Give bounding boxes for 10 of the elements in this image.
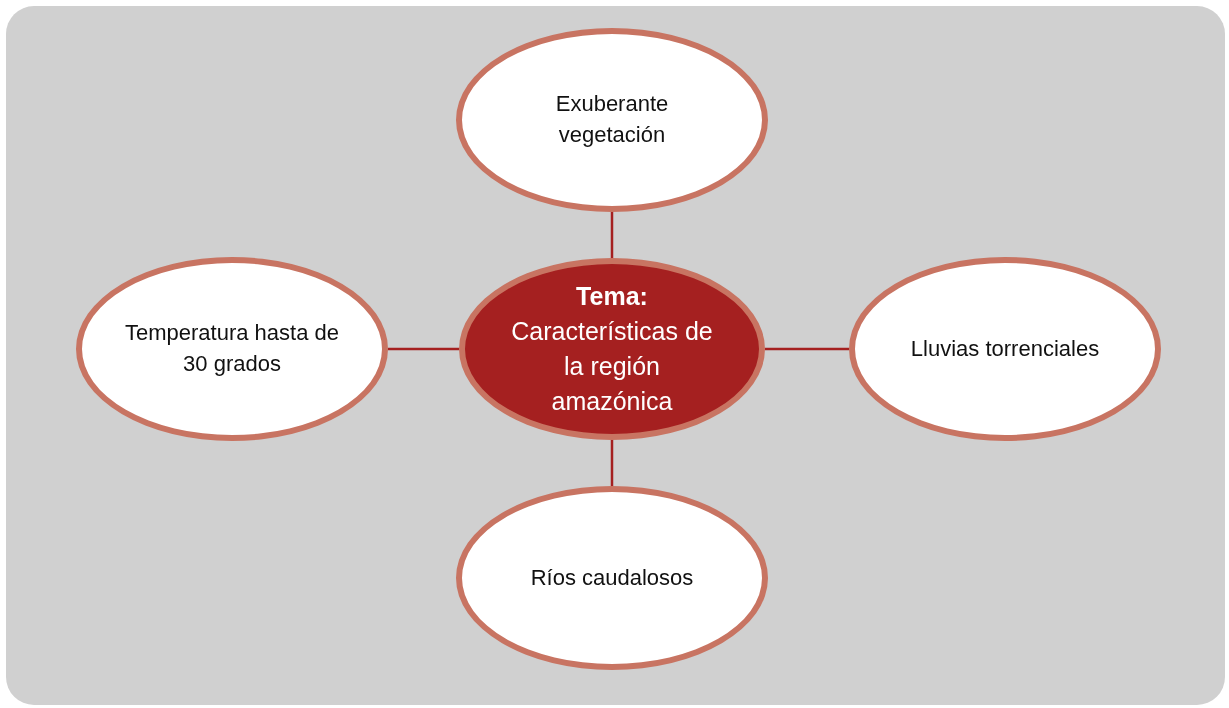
ellipse-label: Exuberante vegetación [554, 90, 670, 149]
ellipse-label: Temperatura hasta de 30 grados [124, 319, 340, 378]
topic-heading: Tema: [576, 281, 648, 312]
connector-line [388, 347, 459, 351]
connector-line [765, 347, 849, 351]
connector-line [610, 440, 614, 486]
ellipse-label: Lluvias torrenciales [910, 334, 1100, 363]
ellipse-label: Ríos caudalosos [530, 563, 694, 592]
connector-line [610, 212, 614, 258]
ellipse-label: Características de la región amazónica [510, 316, 714, 417]
